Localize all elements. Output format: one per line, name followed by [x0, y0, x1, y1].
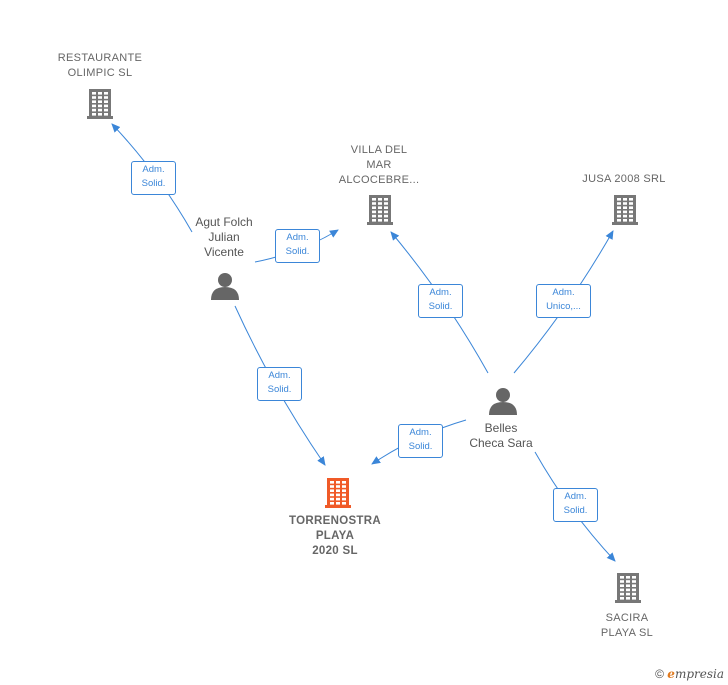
building-icon[interactable]	[325, 478, 351, 508]
building-icon[interactable]	[615, 573, 641, 603]
edge-label-agut-restaurante[interactable]: Adm. Solid.	[131, 161, 176, 195]
building-icon[interactable]	[612, 195, 638, 225]
building-icon[interactable]	[87, 89, 113, 119]
company-label-jusa[interactable]: JUSA 2008 SRL	[582, 173, 666, 185]
edge-label-belles-jusa[interactable]: Adm. Unico,...	[536, 284, 591, 318]
person-label-belles[interactable]: Belles Checa Sara	[469, 421, 533, 450]
edge-label-agut-torrenostra[interactable]: Adm. Solid.	[257, 367, 302, 401]
footer-credit: © empresia	[655, 667, 724, 681]
edge-label-belles-villa[interactable]: Adm. Solid.	[418, 284, 463, 318]
person-icon[interactable]	[211, 273, 239, 300]
person-label-agut[interactable]: Agut Folch Julian Vicente	[195, 215, 253, 259]
brand-logo-e: e	[667, 667, 675, 681]
company-label-torrenostra[interactable]: TORRENOSTRA PLAYA 2020 SL	[289, 515, 381, 557]
edge-label-belles-torrenostra[interactable]: Adm. Solid.	[398, 424, 443, 458]
company-label-restaurante[interactable]: RESTAURANTE OLIMPIC SL	[57, 52, 143, 79]
person-icon[interactable]	[489, 388, 517, 415]
brand-logo-text: mpresia	[674, 667, 724, 681]
company-label-sacira[interactable]: SACIRA PLAYA SL	[600, 612, 654, 639]
edge-label-belles-sacira[interactable]: Adm. Solid.	[553, 488, 598, 522]
copyright-symbol: ©	[655, 667, 664, 681]
company-label-villa[interactable]: VILLA DEL MAR ALCOCEBRE...	[338, 144, 420, 186]
edge-label-agut-villa[interactable]: Adm. Solid.	[275, 229, 320, 263]
building-icon[interactable]	[367, 195, 393, 225]
